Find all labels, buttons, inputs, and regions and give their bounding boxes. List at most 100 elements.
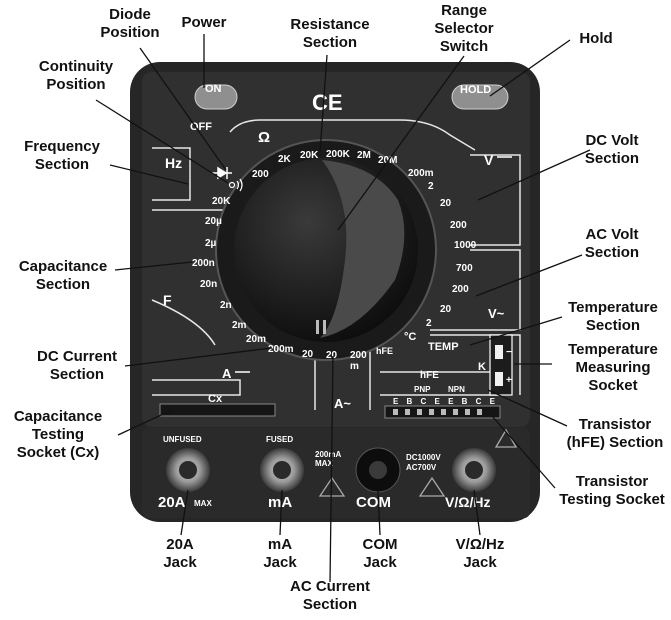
callout-frequency-section: Frequency Section: [24, 138, 100, 173]
callout-v-ohm-hz-jack: V/Ω/Hz Jack: [455, 536, 505, 571]
callout-ac-current-section: AC Current Section: [289, 578, 370, 613]
cap-range-200n: 200n: [192, 258, 215, 269]
power-off-label: OFF: [190, 121, 212, 133]
acv-range-20: 20: [440, 304, 452, 315]
jack-com-label: COM: [356, 494, 391, 511]
resistance-range-200: 200: [252, 169, 269, 180]
pnp-label: PNP: [414, 385, 431, 394]
dcv-range-200: 200: [450, 220, 467, 231]
callout-20a-jack: 20A Jack: [163, 536, 197, 571]
transistor-pin-letters: E B C E E B C E: [393, 397, 498, 406]
power-button[interactable]: [194, 84, 238, 110]
callout-transistor-socket: Transistor Testing Socket: [559, 473, 665, 508]
resistance-symbol: Ω: [258, 129, 270, 146]
callout-ac-volt-section: AC Volt Section: [584, 226, 640, 261]
acv-range-2: 2: [426, 318, 432, 329]
unfused-label: UNFUSED: [163, 435, 202, 444]
callout-hold: Hold: [579, 30, 613, 47]
knob-pointer-mark: [316, 320, 319, 334]
callout-leader-lines: [95, 34, 591, 583]
acv-range-200: 200: [452, 284, 469, 295]
hz-label: Hz: [165, 155, 182, 171]
aca-range-20-left: 20: [302, 349, 314, 360]
temp-socket-plus: +: [506, 375, 512, 386]
callout-dc-volt-section: DC Volt Section: [584, 132, 640, 167]
dc1000v-label: DC1000V: [406, 453, 441, 462]
callout-transistor-section: Transistor (hFE) Section: [566, 416, 664, 451]
ac-current-label: A~: [334, 396, 351, 411]
knob-pointer-mark: [323, 320, 326, 334]
dc-volt-label: V: [484, 152, 494, 168]
jack-v-ohm-hz[interactable]: [452, 448, 496, 492]
callout-dc-current-section: DC Current Section: [36, 348, 117, 383]
range-selector-pointer: [320, 160, 405, 338]
jack-20a-max-label: MAX: [194, 499, 212, 508]
capacitance-label: F: [163, 292, 172, 308]
continuity-icon: [228, 178, 243, 192]
cap-range-20n: 20n: [200, 279, 217, 290]
jack-20a-label: 20A: [158, 494, 186, 511]
jack-com[interactable]: [355, 447, 401, 493]
npn-label: NPN: [448, 385, 465, 394]
hold-button[interactable]: [451, 84, 509, 110]
jack-ma[interactable]: [260, 448, 304, 492]
fused-label: FUSED: [266, 435, 293, 444]
resistance-range-20k: 20K: [300, 150, 319, 161]
temperature-k-label: K: [478, 361, 486, 373]
jack-ma-label: mA: [268, 494, 292, 511]
cap-range-20u: 20µ: [205, 216, 222, 227]
callout-range-selector-switch: Range Selector Switch: [434, 2, 494, 55]
callout-temperature-socket: Temperature Measuring Socket: [568, 341, 658, 394]
callout-power: Power: [181, 14, 227, 31]
hold-label: HOLD: [460, 84, 491, 96]
ce-mark: CE: [312, 90, 343, 115]
cap-range-2n: 2n: [220, 300, 232, 311]
temp-label: TEMP: [428, 341, 459, 353]
callout-temperature-section: Temperature Section: [568, 299, 658, 334]
transistor-socket-pins: [393, 409, 482, 415]
diode-icon: [212, 166, 232, 180]
hfe-range-label: hFE: [376, 346, 393, 356]
cx-label: Cx: [208, 393, 223, 405]
temperature-socket-slot: [495, 345, 503, 359]
dcv-range-200m: 200m: [408, 168, 434, 179]
warning-icon: [418, 476, 446, 497]
callout-ma-jack: mA Jack: [263, 536, 297, 571]
degc-label: °C: [404, 331, 416, 343]
ac-volt-label: V~: [488, 306, 505, 321]
dc-current-label: A: [222, 366, 232, 381]
callout-continuity-position: Continuity Position: [38, 58, 114, 93]
dcv-range-20: 20: [440, 198, 452, 209]
resistance-range-2k: 2K: [278, 154, 292, 165]
ac700v-label: AC700V: [406, 463, 437, 472]
capacitance-socket[interactable]: [159, 403, 276, 417]
warning-icon: [318, 476, 346, 497]
callout-com-jack: COM Jack: [362, 536, 398, 571]
dca-range-20m: 20m: [246, 334, 266, 345]
cap-range-2u: 2µ: [205, 238, 217, 249]
dca-range-2m: 2m: [232, 320, 247, 331]
resistance-range-2m: 2M: [357, 150, 371, 161]
dcv-range-2: 2: [428, 181, 434, 192]
temp-socket-minus: −: [506, 347, 512, 358]
hz-range-20k: 20K: [212, 196, 231, 207]
jack-v-label: V/Ω/Hz: [445, 494, 490, 510]
power-on-label: ON: [205, 83, 222, 95]
jack-20a[interactable]: [166, 448, 210, 492]
hfe-box-label: hFE: [420, 370, 439, 381]
dca-range-200m: 200m: [268, 344, 294, 355]
acv-range-700: 700: [456, 263, 473, 274]
temperature-socket-slot: [495, 372, 503, 386]
dcv-range-1000: 1000: [454, 240, 477, 251]
resistance-range-200k: 200K: [326, 149, 351, 160]
callout-capacitance-section: Capacitance Section: [18, 258, 108, 293]
callout-resistance-section: Resistance Section: [290, 16, 370, 51]
callout-diode-position: Diode Position: [100, 6, 160, 41]
aca-range-20: 20: [326, 350, 338, 361]
callout-capacitance-socket: Capacitance Testing Socket (Cx): [13, 408, 103, 461]
